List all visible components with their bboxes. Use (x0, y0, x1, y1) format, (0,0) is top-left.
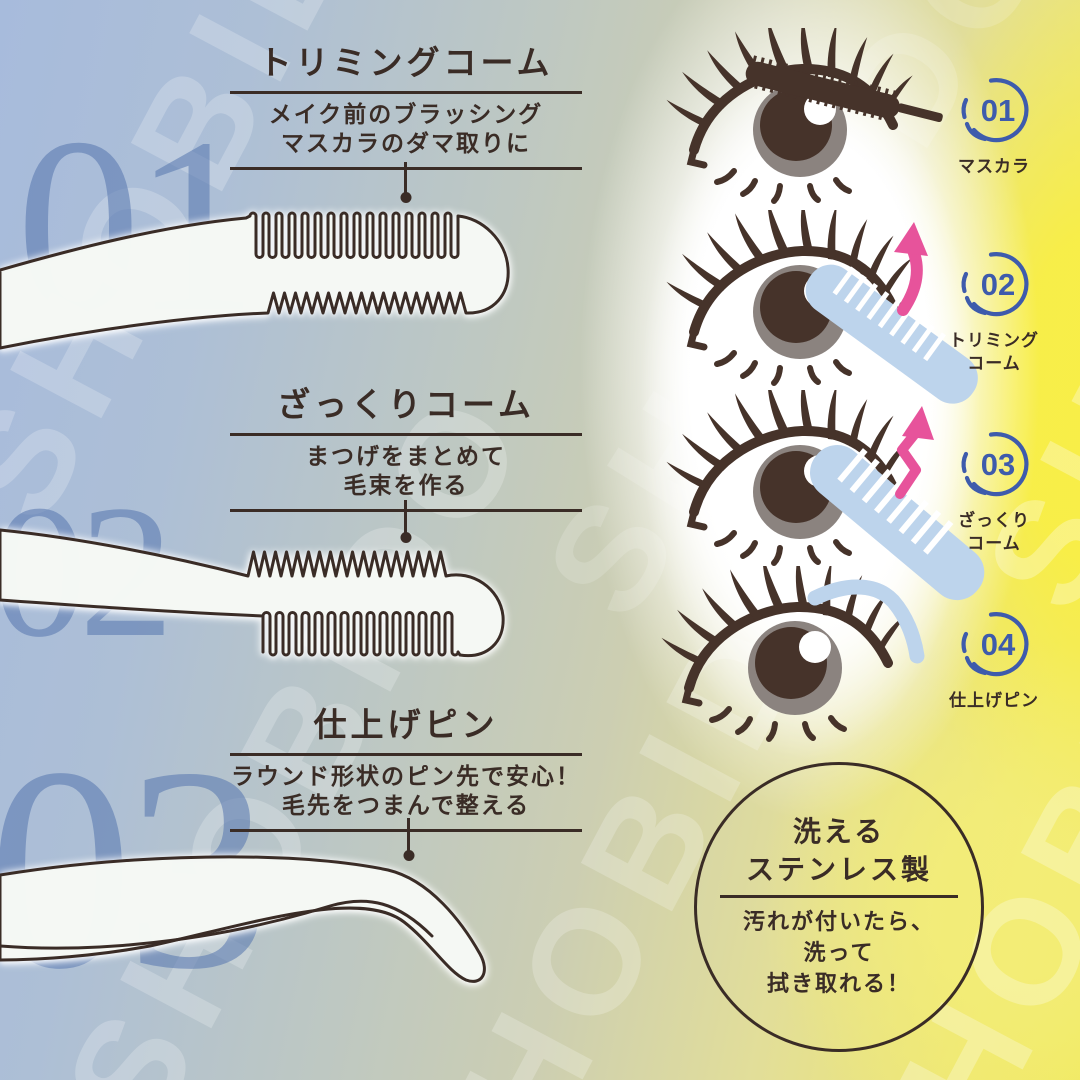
note-body-line: 洗って (803, 940, 875, 965)
step-label: コーム (967, 534, 1021, 553)
section-description-line: 毛束を作る (343, 472, 469, 498)
section-description-line: まつげをまとめて (306, 443, 506, 469)
up-arrow-icon (894, 222, 928, 316)
eye-illustration-trimming-comb (645, 210, 978, 404)
step-number: 03 (981, 447, 1015, 482)
note-title-line: ステンレス製 (745, 854, 932, 885)
speech-bubble-icon: 01 (961, 78, 1029, 143)
note-title-line: 洗える (792, 816, 886, 847)
step-badge-3: 03 ざっくり コーム (944, 428, 1044, 555)
step-number: 04 (981, 627, 1016, 662)
speech-bubble-icon: 02 (961, 252, 1029, 317)
divider (230, 829, 582, 832)
section-description-line: ラウンド形状のピン先で安心！ (231, 763, 581, 789)
section-description-line: マスカラのダマ取りに (281, 130, 531, 156)
trimming-comb-illustration (0, 211, 510, 350)
speech-bubble-icon: 03 (961, 432, 1029, 497)
zigzag-arrow-icon (895, 406, 934, 499)
leader-line (407, 818, 410, 852)
divider (230, 91, 582, 94)
mascara-wand-icon (745, 55, 943, 124)
leader-line (404, 500, 407, 534)
comb-tool-icon (805, 264, 978, 404)
section-title: 仕上げピン (313, 706, 499, 743)
section-description-line: メイク前のブラッシング (268, 101, 544, 127)
section-title: トリミングコーム (258, 44, 554, 81)
note-body-line: 汚れが付いたら、 (742, 909, 935, 934)
step-badge-2: 02 トリミング コーム (944, 248, 1044, 375)
step-label: トリミング (949, 331, 1039, 350)
zakkuri-comb-illustration (0, 528, 505, 658)
leader-line (404, 162, 407, 194)
section-description-line: 毛先をつまんで整える (281, 792, 531, 818)
step-number: 01 (981, 93, 1015, 128)
eye-illustration-zakkuri-comb (645, 390, 985, 601)
note-body-line: 拭き取れる！ (766, 971, 911, 996)
eye-illustration-mascara (645, 28, 943, 213)
divider (230, 753, 582, 756)
comb-tool-icon (809, 444, 985, 601)
step-label: マスカラ (958, 157, 1030, 176)
tweezer-tip-icon (807, 579, 925, 664)
section-zakkuri-comb: ざっくりコーム まつげをまとめて 毛束を作る (218, 378, 594, 518)
section-trimming-comb: トリミングコーム メイク前のブラッシング マスカラのダマ取りに (218, 36, 594, 176)
step-number: 02 (981, 267, 1015, 302)
divider (720, 895, 958, 898)
eye-illustration-finishing-pin (640, 566, 925, 751)
step-badge-4: 04 仕上げピン (944, 608, 1044, 712)
section-title: ざっくりコーム (276, 386, 535, 423)
step-label: 仕上げピン (949, 691, 1039, 710)
washable-note-circle: 洗える ステンレス製 汚れが付いたら、 洗って 拭き取れる！ (694, 762, 984, 1052)
step-label: コーム (967, 354, 1021, 373)
divider (230, 433, 582, 436)
step-label: ざっくり (958, 511, 1030, 530)
step-badge-1: 01 マスカラ (944, 74, 1044, 178)
speech-bubble-icon: 04 (961, 612, 1029, 677)
finishing-pin-illustration (0, 855, 486, 983)
section-finishing-pin: 仕上げピン ラウンド形状のピン先で安心！ 毛先をつまんで整える (218, 698, 594, 838)
